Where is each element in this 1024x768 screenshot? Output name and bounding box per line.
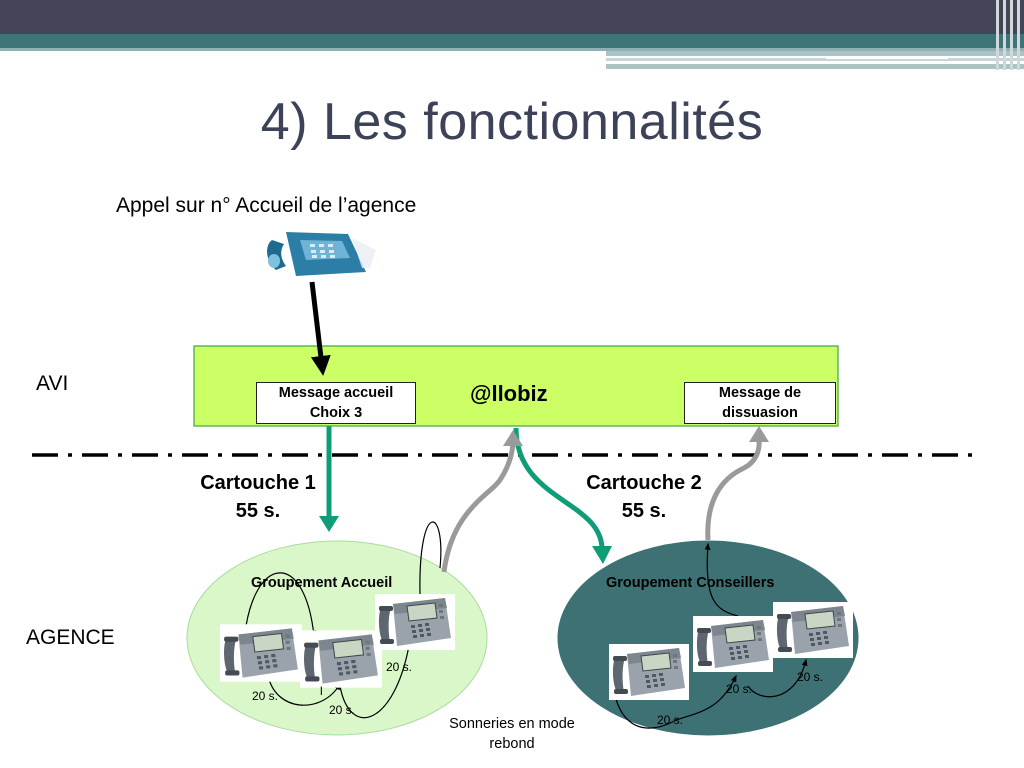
cartouche-1-duration: 55 s. <box>235 500 281 522</box>
call-caption: Appel sur n° Accueil de l’agence <box>116 194 417 217</box>
header-decoration <box>0 0 1024 70</box>
rebound-curves-accueil <box>245 521 442 719</box>
cartouche-2-label: Cartouche 2 55 s. <box>566 469 722 525</box>
ip-phone-icon <box>220 624 302 682</box>
message-dissuasion-line-1: Message de <box>718 385 802 401</box>
delay-label: 20 s. <box>386 660 413 674</box>
cartouche-2-name: Cartouche 2 <box>586 472 702 494</box>
desk-phone-icon <box>267 232 376 276</box>
allobiz-label: @llobiz <box>470 381 548 406</box>
delay-label: 20 s. <box>329 703 356 717</box>
ip-phone-icon <box>772 602 854 658</box>
cartouche-1-label: Cartouche 1 55 s. <box>180 469 336 525</box>
group-accueil-label: Groupement Accueil <box>251 575 393 591</box>
message-dissuasion-box: Message de dissuasion <box>684 382 836 424</box>
delay-label: 20 s. <box>797 670 824 684</box>
delay-label: 20 s. <box>726 682 753 696</box>
ip-phone-icon <box>374 594 456 650</box>
message-accueil-line-2: Choix 3 <box>309 405 363 421</box>
group-conseillers-label: Groupement Conseillers <box>606 575 775 591</box>
arrow-cartouche-2 <box>513 427 605 549</box>
message-accueil-line-1: Message accueil <box>278 385 394 401</box>
footnote-line-2: rebond <box>489 736 535 752</box>
footnote-line-1: Sonneries en mode <box>449 716 575 732</box>
message-accueil-box: Message accueil Choix 3 <box>256 382 416 424</box>
delay-label: 20 s. <box>252 689 279 703</box>
zone-label-agence: AGENCE <box>26 626 115 649</box>
arrow-overflow-accueil <box>441 443 516 573</box>
stray-mark: l <box>320 684 323 698</box>
page-title: 4) Les fonctionnalités <box>260 93 764 151</box>
delay-label: 20 s. <box>657 713 684 727</box>
ip-phone-icon <box>608 644 690 700</box>
cartouche-1-name: Cartouche 1 <box>200 472 316 494</box>
footnote-sonneries: Sonneries en mode rebond <box>432 714 592 754</box>
ip-phone-icon <box>300 630 382 688</box>
message-dissuasion-line-2: dissuasion <box>722 405 798 421</box>
ip-phone-icon <box>692 616 774 672</box>
arrow-overflow-conseillers <box>705 439 762 541</box>
zone-label-avi: AVI <box>36 372 69 395</box>
arrow-call-in <box>309 281 331 376</box>
cartouche-2-duration: 55 s. <box>621 500 667 522</box>
